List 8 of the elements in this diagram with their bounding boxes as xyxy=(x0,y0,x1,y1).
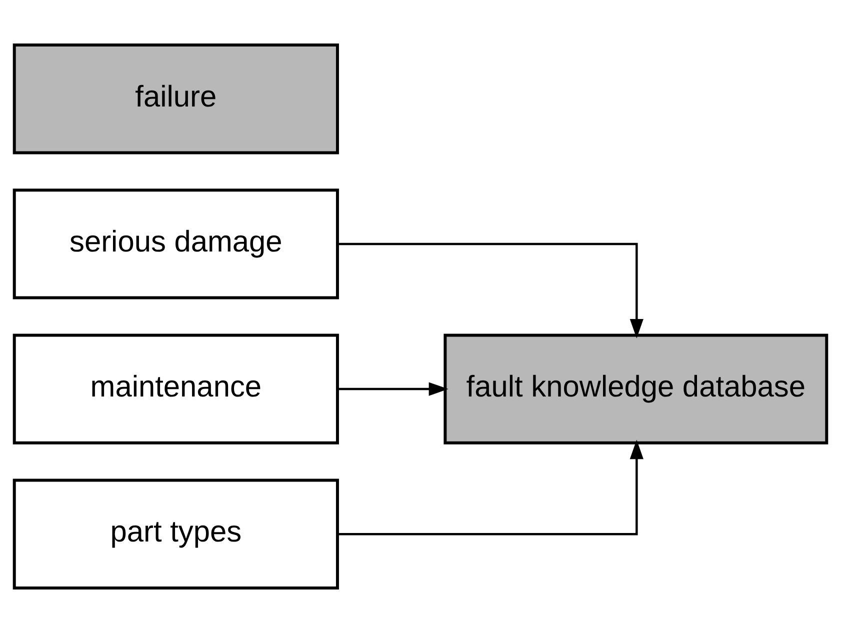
arrow xyxy=(338,439,644,535)
node-box: maintenance xyxy=(12,333,339,444)
arrow xyxy=(338,242,644,338)
node-box: failure xyxy=(12,43,339,154)
node-box: part types xyxy=(12,478,339,589)
arrow xyxy=(338,382,448,396)
node-box: serious damage xyxy=(12,188,339,299)
node-box: fault knowledge database xyxy=(444,333,828,444)
